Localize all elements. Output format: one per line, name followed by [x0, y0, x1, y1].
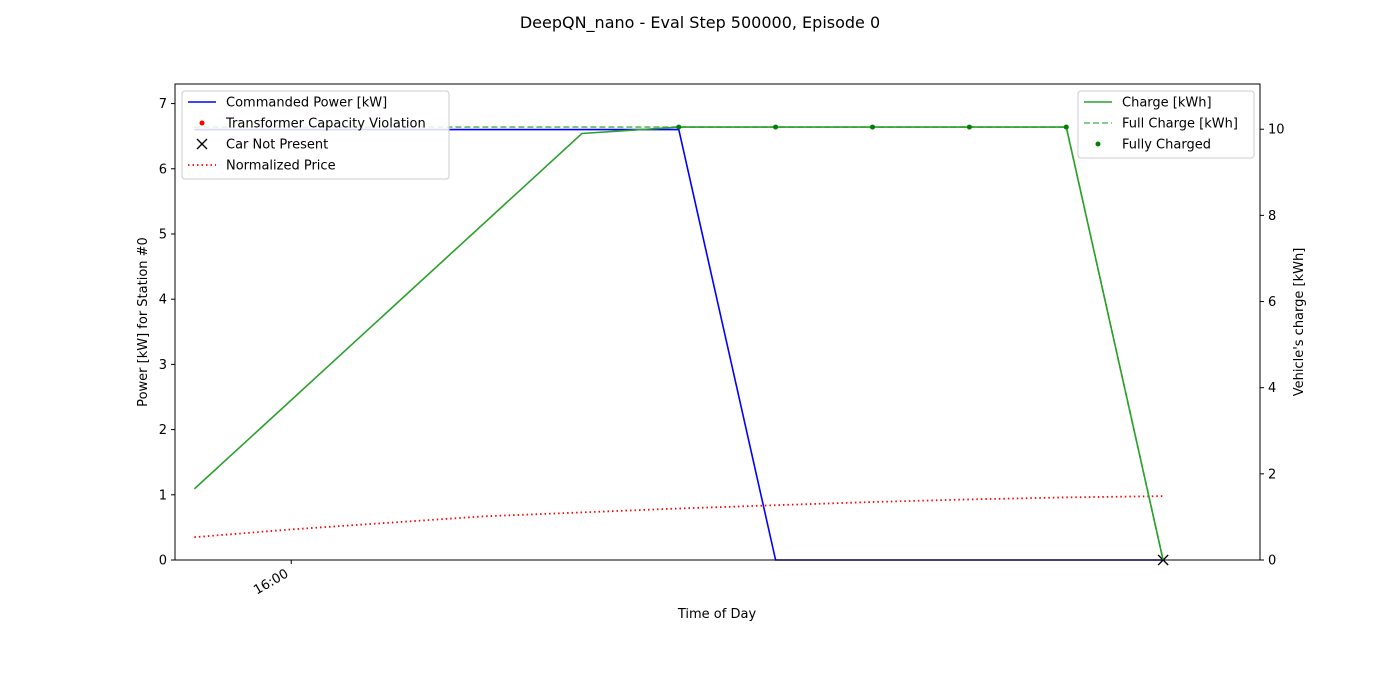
y-tick-label-left-4: 4	[159, 293, 167, 308]
legend-normalized-price-label: Normalized Price	[226, 159, 336, 174]
legend-frame	[181, 90, 450, 180]
y-tick-label-right-10: 10	[1268, 123, 1285, 138]
y-axis-label-left: Power [kW] for Station #0	[136, 237, 151, 407]
legend-right: Charge [kWh] Full Charge [kWh] Fully Charg…	[1077, 90, 1255, 159]
axes-frame	[174, 83, 1261, 561]
marker-fully-charged-4	[1063, 124, 1069, 130]
marker-fully-charged-0	[676, 124, 682, 130]
y-tick-label-right-0: 0	[1268, 554, 1276, 569]
legend-left: Commanded Power [kW] Transformer Capacity…	[181, 90, 450, 180]
legend-frame	[1077, 90, 1255, 159]
legend-transformer-capacity-violation-label: Transformer Capacity Violation	[225, 117, 426, 132]
chart-title: DeepQN_nano - Eval Step 500000, Episode …	[520, 13, 880, 33]
y-tick-label-left-0: 0	[159, 554, 167, 569]
y-tick-label-left-7: 7	[159, 97, 167, 112]
x-tick-label-16-00: 16:00	[251, 566, 291, 598]
y-tick-label-left-3: 3	[159, 358, 167, 373]
marker-fully-charged-1	[773, 124, 779, 130]
series-line-normalized-price	[194, 495, 1164, 539]
series-line-full-charge-kwh	[194, 126, 1164, 561]
legend-commanded-power-kw-label: Commanded Power [kW]	[226, 96, 387, 111]
plot-area	[193, 124, 1169, 566]
y-tick-label-right-8: 8	[1268, 209, 1276, 224]
y-tick-label-left-5: 5	[159, 227, 167, 242]
marker-fully-charged-3	[966, 124, 972, 130]
legend-car-not-present-label: Car Not Present	[226, 138, 328, 153]
legend-fully-charged-label: Fully Charged	[1122, 138, 1211, 153]
legend-charge-kwh-label: Charge [kWh]	[1122, 96, 1212, 111]
y-tick-label-right-4: 4	[1268, 381, 1276, 396]
y-tick-label-left-6: 6	[159, 162, 167, 177]
y-tick-label-right-2: 2	[1268, 467, 1276, 482]
series-line-charge-kwh	[193, 126, 1164, 561]
y-axis-label-right: Vehicle's charge [kWh]	[1292, 248, 1307, 397]
legend-full-charge-kwh-label: Full Charge [kWh]	[1122, 117, 1238, 132]
y-tick-label-left-2: 2	[159, 423, 167, 438]
x-axis-label: Time of Day	[677, 607, 757, 622]
legend-transformer-capacity-violation-handle	[199, 120, 205, 126]
marker-fully-charged-2	[870, 124, 875, 130]
y-tick-label-left-1: 1	[159, 488, 167, 503]
legend-car-not-present-handle-b	[196, 138, 208, 150]
series-line-commanded-power-kw	[194, 128, 1164, 561]
y-tick-label-right-6: 6	[1268, 295, 1276, 310]
legend-fully-charged-handle	[1095, 141, 1101, 147]
